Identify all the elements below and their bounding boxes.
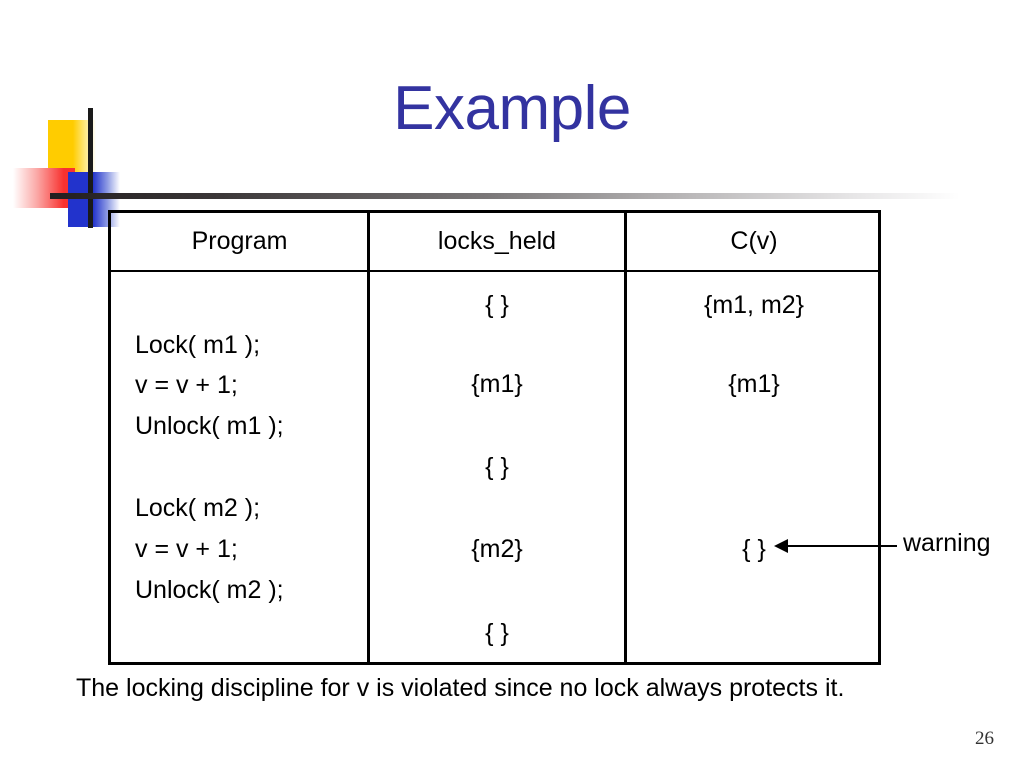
- locks-held-column: { } {m1} { } {m2} { }: [370, 272, 624, 665]
- warning-callout-line: [782, 545, 897, 547]
- cv-value: [627, 450, 881, 484]
- locks-held-value: { }: [485, 619, 509, 647]
- page-number: 26: [975, 728, 994, 749]
- table-column-divider-1: [367, 213, 370, 662]
- warning-arrowhead-icon: [774, 539, 788, 553]
- table-body: Lock( m1 ); v = v + 1; Unlock( m1 ); Loc…: [111, 272, 878, 665]
- slide-logo-decoration: [8, 100, 152, 228]
- cv-value: {m1}: [728, 370, 780, 398]
- cv-value: {m1, m2}: [703, 291, 805, 319]
- program-line: Lock( m2 );: [135, 494, 261, 522]
- column-header-cv: C(v): [730, 227, 778, 255]
- column-header-program: Program: [191, 227, 288, 255]
- program-line: v = v + 1;: [135, 535, 238, 563]
- table-header-row: Program locks_held C(v): [111, 213, 878, 272]
- table-column-divider-2: [624, 213, 627, 662]
- slide-caption: The locking discipline for v is violated…: [76, 674, 845, 702]
- cv-column: {m1, m2} {m1} { }: [627, 272, 881, 665]
- locks-held-value: {m2}: [471, 535, 523, 563]
- logo-blue-square: [68, 172, 120, 227]
- column-header-locks-held: locks_held: [437, 227, 557, 255]
- locks-held-value: {m1}: [471, 370, 523, 398]
- program-line: Unlock( m1 );: [135, 412, 284, 440]
- example-table: Program locks_held C(v) Lock( m1 ); v = …: [108, 210, 881, 665]
- program-line: Unlock( m2 );: [135, 576, 284, 604]
- cv-value: [627, 616, 881, 650]
- page-title: Example: [393, 74, 631, 143]
- logo-vertical-line: [88, 108, 93, 228]
- program-line: v = v + 1;: [135, 371, 238, 399]
- title-divider-rule: [50, 193, 960, 199]
- locks-held-value: { }: [485, 291, 509, 319]
- logo-red-rectangle: [13, 168, 75, 208]
- cv-value: { }: [742, 535, 766, 563]
- locks-held-value: { }: [485, 453, 509, 481]
- program-line: Lock( m1 );: [135, 331, 261, 359]
- warning-label: warning: [903, 529, 991, 557]
